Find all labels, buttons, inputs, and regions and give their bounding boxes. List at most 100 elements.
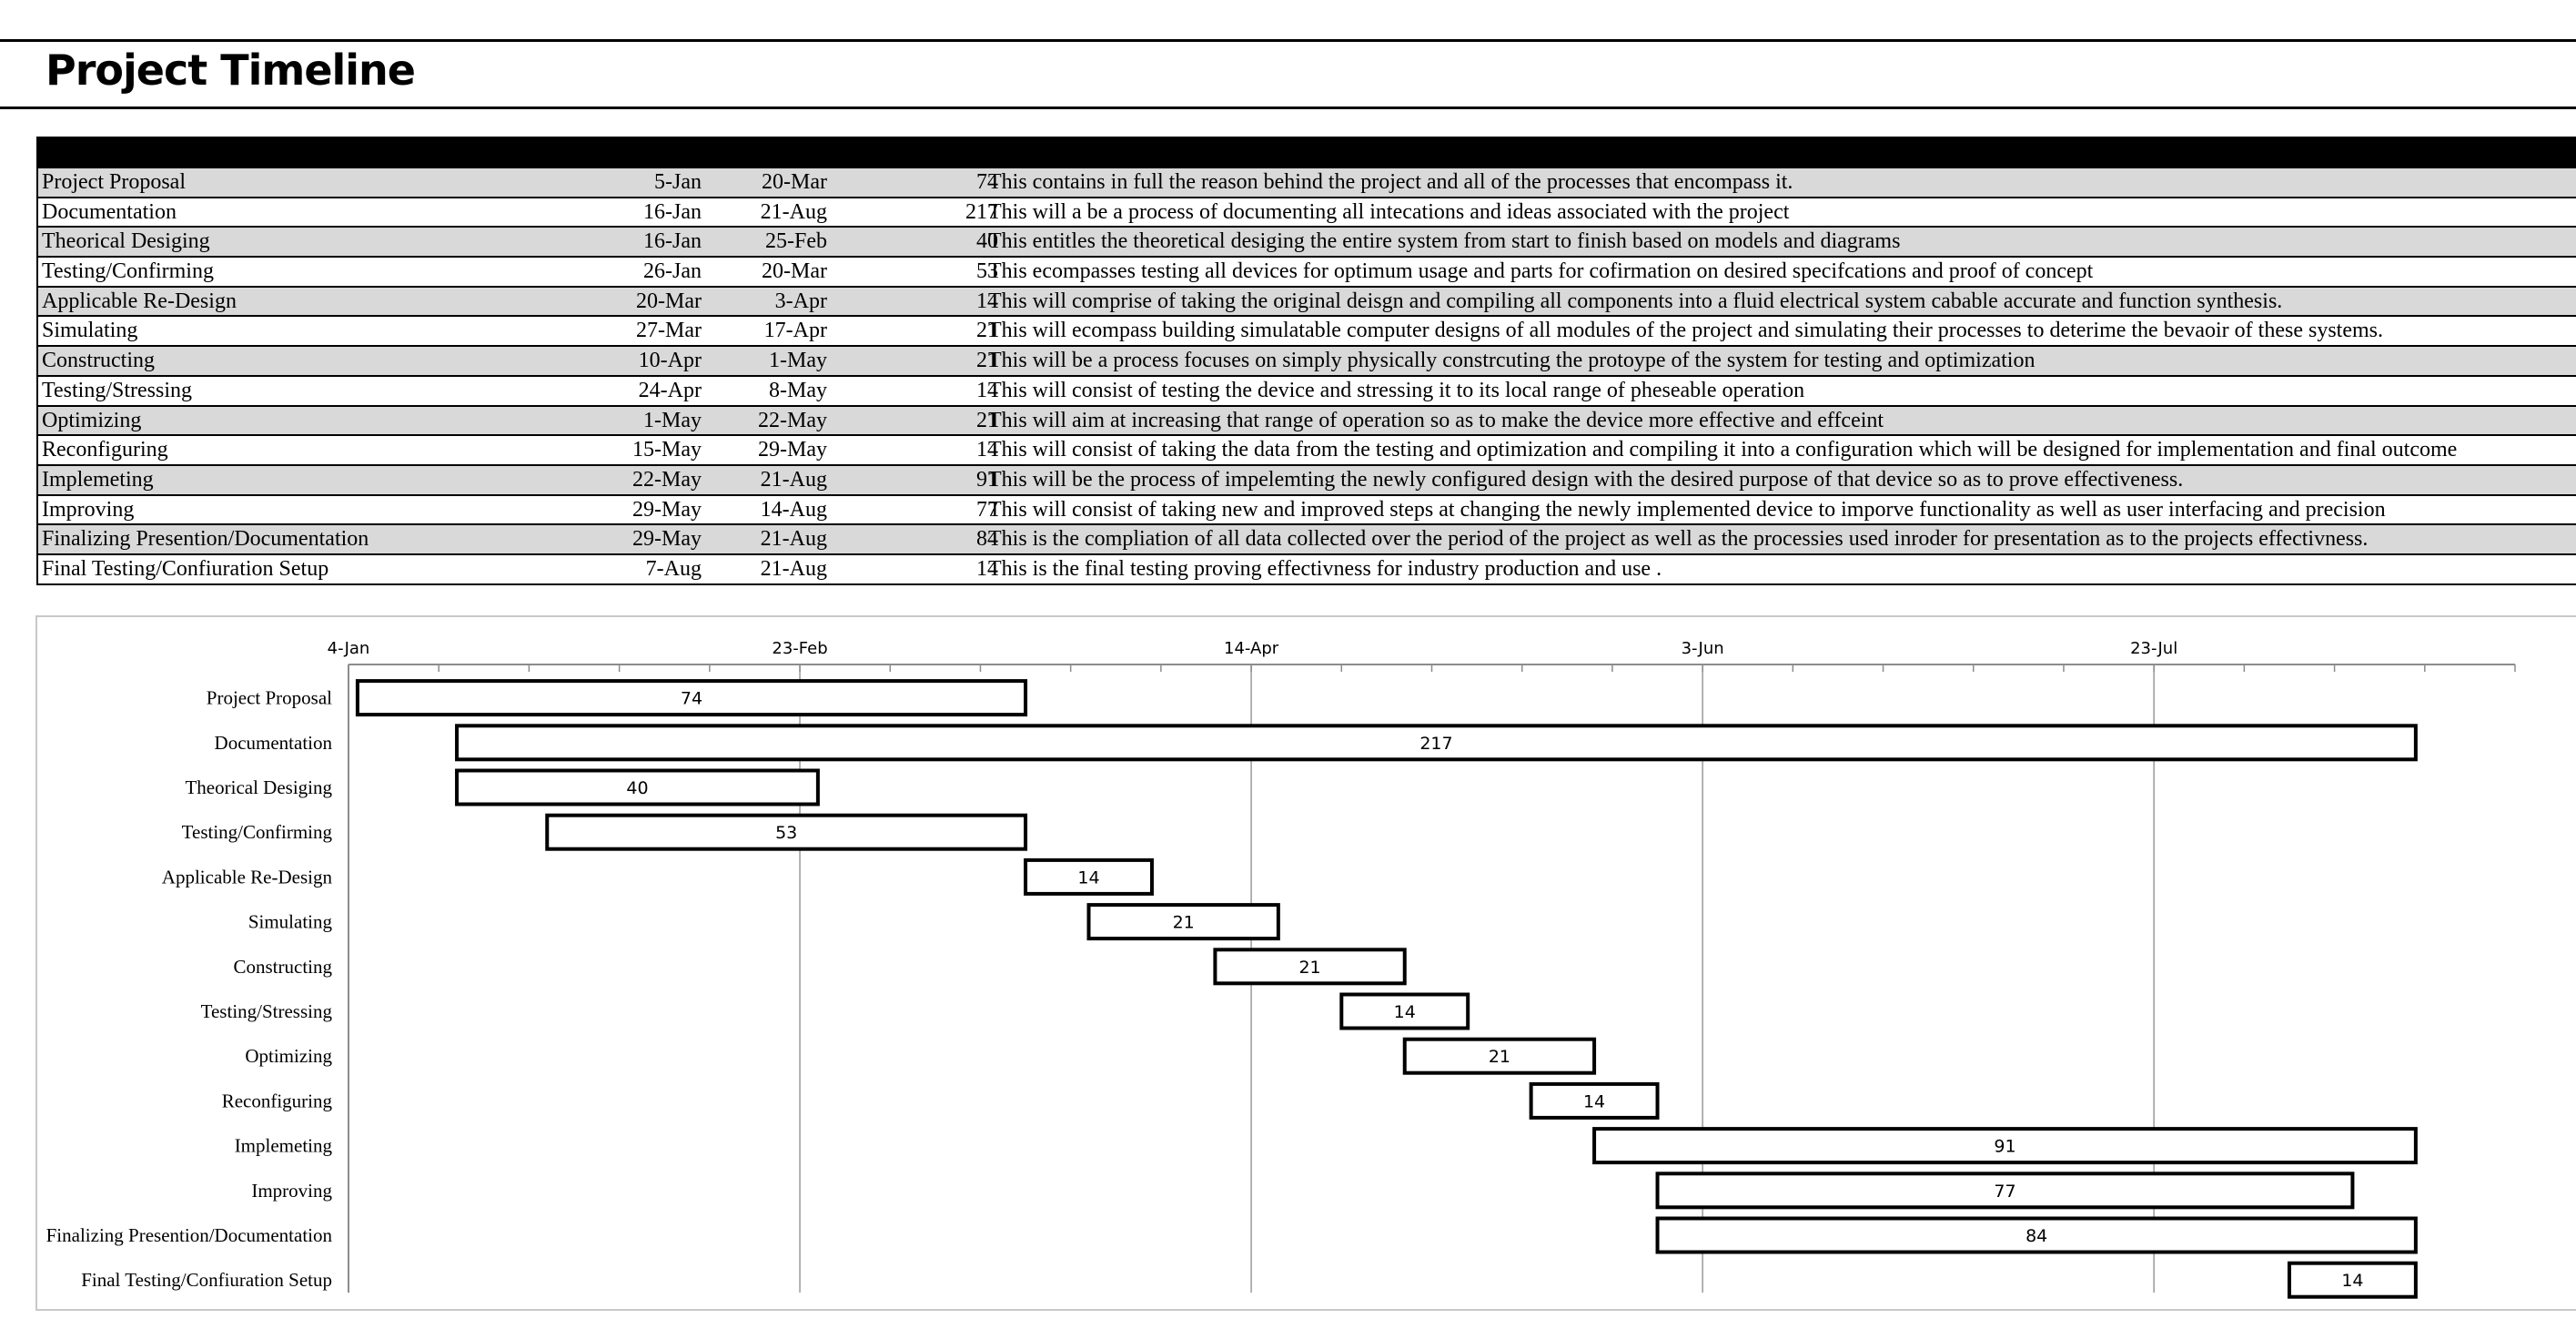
- gantt-bar: [1529, 1081, 1660, 1120]
- duration: 91: [976, 467, 998, 492]
- bar-value-label: 91: [1994, 1137, 2015, 1157]
- bar-value-label: 21: [1489, 1047, 1510, 1067]
- task-name: Documentation: [42, 199, 177, 224]
- task-name: Finalizing Presention/Documentation: [42, 527, 369, 552]
- x-tick-label: 4-Jan: [328, 639, 370, 658]
- task-name: Testing/Confirming: [42, 259, 214, 284]
- end-date: 8-May: [769, 378, 827, 402]
- duration: 74: [976, 170, 998, 194]
- y-category-label: Simulating: [248, 911, 333, 933]
- description: This will ecompass building simulatable …: [988, 319, 2383, 343]
- bar-value-label: 14: [1394, 1002, 1416, 1022]
- description: This will comprise of taking the origina…: [988, 289, 2283, 313]
- end-date: 20-Mar: [762, 170, 827, 194]
- gantt-bar: [2287, 1261, 2418, 1299]
- task-name: Reconfiguring: [42, 438, 168, 462]
- y-category-label: Finalizing Presention/Documentation: [46, 1224, 333, 1246]
- y-category-label: Improving: [251, 1180, 332, 1202]
- y-category-label: Implemeting: [235, 1135, 333, 1157]
- bar-value-label: 14: [1077, 867, 1099, 888]
- task-name: Improving: [42, 497, 135, 522]
- duration: 14: [976, 289, 998, 313]
- start-date: 20-Mar: [636, 289, 702, 313]
- bar-value-label: 14: [1583, 1091, 1605, 1111]
- end-date: 21-Aug: [760, 527, 827, 552]
- bar-value-label: 217: [1419, 734, 1452, 754]
- gantt-bar: [1655, 1172, 2355, 1210]
- task-name: Implemeting: [42, 467, 154, 492]
- end-date: 25-Feb: [765, 229, 827, 254]
- task-name: Simulating: [42, 319, 138, 343]
- task-name: Project Proposal: [42, 170, 186, 194]
- start-date: 7-Aug: [645, 556, 702, 581]
- duration: 217: [965, 199, 998, 224]
- description: This will be the process of impelemting …: [988, 467, 2184, 492]
- bar-value-label: 53: [775, 823, 797, 843]
- start-date: 29-May: [632, 497, 702, 522]
- y-category-label: Documentation: [215, 732, 333, 754]
- title-underline: [0, 107, 2576, 109]
- bar-value-label: 84: [2025, 1226, 2047, 1246]
- end-date: 22-May: [758, 408, 827, 432]
- table-header-bar: [36, 137, 2576, 168]
- end-date: 21-Aug: [760, 199, 827, 224]
- duration: 53: [976, 259, 998, 284]
- bar-value-label: 77: [1994, 1182, 2015, 1202]
- start-date: 27-Mar: [636, 319, 702, 343]
- table-row: Applicable Re-Design 20-Mar 3-Apr 14 This w…: [36, 287, 2576, 318]
- y-category-label: Testing/Confirming: [182, 821, 333, 843]
- gantt-bar: [355, 679, 1028, 717]
- duration: 21: [976, 349, 998, 373]
- end-date: 3-Apr: [774, 289, 827, 313]
- duration: 21: [976, 408, 998, 432]
- description: This is the final testing proving effect…: [988, 556, 1662, 581]
- gantt-bar: [1592, 1127, 2418, 1165]
- start-date: 16-Jan: [643, 199, 702, 224]
- bar-value-label: 21: [1173, 913, 1195, 933]
- task-name: Applicable Re-Design: [42, 289, 237, 313]
- y-category-label: Applicable Re-Design: [162, 866, 333, 888]
- y-category-label: Theorical Desiging: [185, 776, 332, 798]
- y-category-label: Reconfiguring: [222, 1090, 333, 1111]
- gantt-bar: [1655, 1216, 2418, 1254]
- y-category-label: Final Testing/Confiuration Setup: [81, 1269, 332, 1291]
- task-name: Constructing: [42, 349, 155, 373]
- description: This will consist of testing the device …: [988, 378, 1805, 402]
- task-name: Optimizing: [42, 408, 142, 432]
- end-date: 29-May: [758, 438, 827, 462]
- duration: 84: [976, 527, 998, 552]
- description: This will be a process focuses on simply…: [988, 349, 2036, 373]
- y-category-label: Optimizing: [245, 1045, 332, 1067]
- gantt-bar: [455, 768, 820, 806]
- gantt-bar: [1213, 948, 1407, 986]
- description: This will a be a process of documenting …: [988, 199, 1790, 224]
- duration: 14: [976, 556, 998, 581]
- start-date: 22-May: [632, 467, 702, 492]
- bar-value-label: 14: [2341, 1271, 2363, 1291]
- x-tick-label: 14-Apr: [1224, 639, 1279, 658]
- start-date: 26-Jan: [643, 259, 702, 284]
- end-date: 17-Apr: [763, 319, 827, 343]
- description: This will aim at increasing that range o…: [988, 408, 1884, 432]
- task-name: Final Testing/Confiuration Setup: [42, 556, 329, 581]
- duration: 14: [976, 378, 998, 402]
- description: This is the compliation of all data coll…: [988, 527, 2369, 552]
- duration: 14: [976, 438, 998, 462]
- bar-value-label: 74: [681, 689, 702, 709]
- description: This will consist of taking the data fro…: [988, 438, 2458, 462]
- top-rule: [0, 39, 2576, 42]
- task-name: Theorical Desiging: [42, 229, 210, 254]
- start-date: 10-Apr: [638, 349, 702, 373]
- description: This entitles the theoretical desiging t…: [988, 229, 1901, 254]
- page-title: Project Timeline: [45, 46, 416, 95]
